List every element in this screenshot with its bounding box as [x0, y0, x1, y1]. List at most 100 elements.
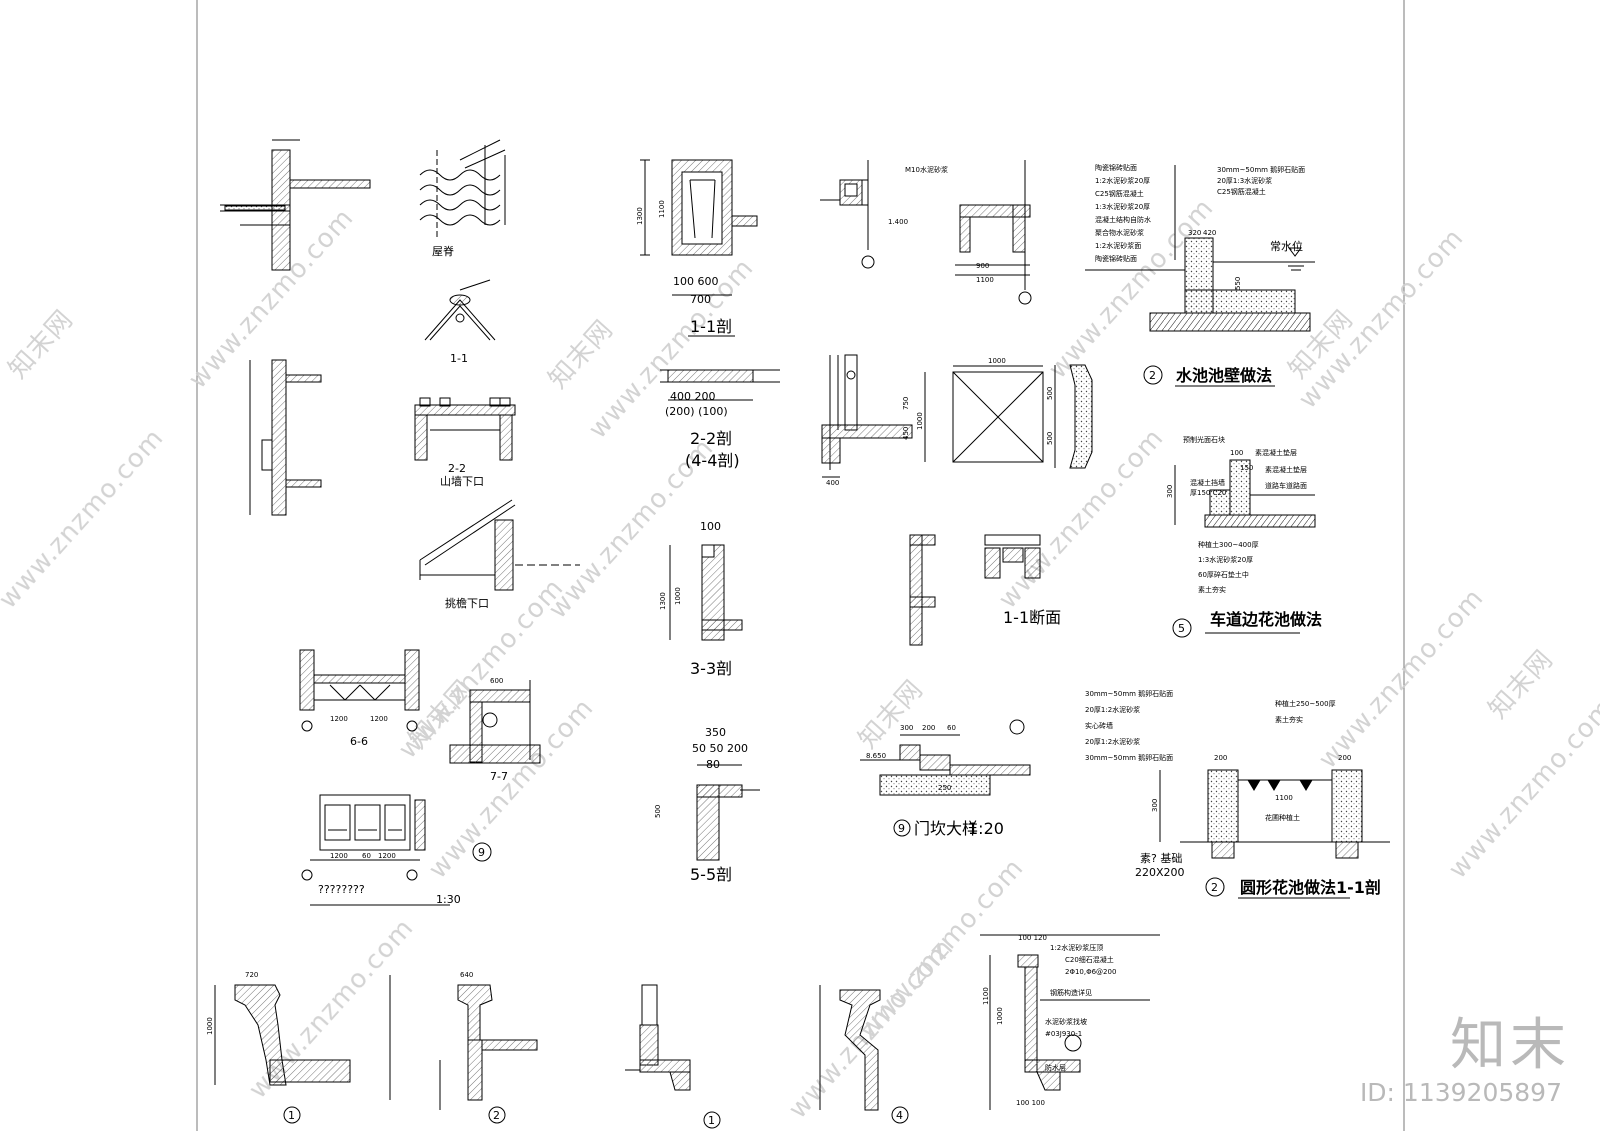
dim-100f: 100 100 — [1016, 1099, 1045, 1107]
dim-900: 900 — [976, 262, 989, 270]
watermark-text: 知末网 — [3, 304, 80, 384]
curb-note: 预制光面石块 — [1183, 435, 1225, 444]
dim-320: 320 — [1188, 229, 1201, 237]
dim-500a: 500 — [1046, 387, 1054, 400]
dim-1200b: 1200 — [370, 715, 388, 723]
label-water-level: 常水位 — [1270, 239, 1303, 253]
callout-circle — [1205, 877, 1225, 897]
dim-200b: 200 — [922, 724, 935, 732]
round-note: 20厚1:2水泥砂浆 — [1085, 705, 1140, 714]
detail-railing — [980, 934, 1160, 1110]
caption-round-planter: 圆形花池做法1-1剖 — [1240, 878, 1381, 897]
dim-300b: 300 — [900, 724, 913, 732]
brand-id-label: ID: 1139205897 — [1359, 1078, 1562, 1107]
dim-1100b: 1100 — [1275, 794, 1293, 802]
dim-60a: 60 — [362, 852, 371, 860]
callout-4: 4 — [896, 1109, 903, 1122]
rail-note: 2Φ10,Φ6@200 — [1065, 968, 1116, 976]
callout-2: 2 — [1149, 369, 1156, 382]
detail-cornice-3 — [625, 984, 721, 1129]
dim-700: 700 — [690, 293, 711, 306]
curb-note: 道路车道路面 — [1265, 481, 1307, 490]
round-note: 20厚1:2水泥砂浆 — [1085, 737, 1140, 746]
callout-2c: 2 — [493, 1109, 500, 1122]
round-note: 30mm~50mm 鹅卵石贴面 — [1085, 753, 1173, 762]
dim-750: 750 — [902, 397, 910, 410]
dim-100-600: 100 600 — [673, 275, 719, 288]
dim-1100d: 1100 — [976, 276, 994, 284]
detail-cornice-4 — [819, 985, 909, 1124]
rail-note: 1:2水泥砂浆压顶 — [1050, 943, 1103, 952]
dim-200d: 200 — [1338, 754, 1351, 762]
watermark-text: www.znzmo.com — [183, 203, 360, 395]
dim-300d: 300 — [1151, 799, 1159, 812]
pool-note: 混凝土结构自防水 — [1095, 215, 1151, 224]
dim-1000a: 1000 — [988, 357, 1006, 365]
rail-note: 防水层 — [1045, 1063, 1066, 1072]
caption-pool-wall: 水池池壁做法 — [1176, 366, 1272, 385]
watermark-text: www.znzmo.com — [1443, 693, 1600, 885]
dim-200c: 200 — [1214, 754, 1227, 762]
dim-400-200: 400 200 — [670, 390, 716, 403]
detail-ridge-cap — [424, 279, 496, 341]
watermark-text: www.znzmo.com — [1313, 583, 1490, 775]
curb-note: 素混凝土垫层 — [1255, 448, 1297, 457]
caption-ridge: 屋脊 — [432, 244, 454, 258]
callout-9: 9 — [898, 822, 905, 835]
pool-note: 陶瓷锦砖贴面 — [1095, 163, 1137, 172]
callout-2b: 2 — [1211, 881, 1218, 894]
detail-parapet-small — [820, 160, 875, 269]
watermark-text: www.znzmo.com — [0, 423, 170, 615]
watermark-text: www.znzmo.com — [1293, 223, 1470, 415]
rail-note: C20细石混凝土 — [1065, 955, 1114, 964]
round-note: 30mm~50mm 鹅卵石贴面 — [1085, 689, 1173, 698]
dim-1300b: 1300 — [659, 592, 667, 610]
caption-gable-2-2: 2-2 — [448, 462, 466, 475]
caption-section-1-1-duanmian: 1-1断面 — [1003, 608, 1061, 627]
detail-bench — [955, 160, 1032, 305]
dim-420: 420 — [1203, 229, 1216, 237]
dim-1100: 1100 — [658, 200, 666, 218]
detail-eave-slope — [419, 499, 580, 591]
callout-circle — [1172, 618, 1192, 638]
detail-section-5-5 — [696, 764, 760, 861]
caption-section-1-1: 1-1剖 — [690, 317, 732, 336]
callout-9b: 9 — [478, 846, 485, 859]
round-note: 素土夯实 — [1275, 715, 1303, 724]
detail-window-sill — [909, 534, 1041, 646]
detail-column-base — [821, 354, 913, 478]
caption-gable: 山墙下口 — [440, 474, 484, 488]
rail-note: 钢筋构造详见 — [1050, 988, 1092, 997]
dim-1200a: 1200 — [330, 715, 348, 723]
dim-1000b: 1000 — [916, 412, 924, 430]
detail-square-plan — [924, 365, 1044, 463]
pool-note: 聚合物水泥砂浆 — [1095, 228, 1144, 237]
dim-550: 550 — [1234, 277, 1242, 290]
curb-note: 种植土300~400厚 — [1198, 540, 1259, 549]
dim-1100c: 1100 — [982, 987, 990, 1005]
detail-window-1-1 — [640, 159, 758, 296]
curb-note: 1:3水泥砂浆20厚 — [1198, 555, 1253, 564]
dim-1000d: 1000 — [206, 1017, 214, 1035]
caption-section-2-2: 2-2剖 — [690, 429, 732, 448]
pool-note: 陶瓷锦砖贴面 — [1095, 254, 1137, 263]
detail-cornice-1 — [214, 984, 351, 1124]
watermark-text: 知末网 — [853, 674, 930, 754]
detail-cap-profile — [1054, 364, 1093, 469]
dim-80: 80 — [706, 758, 720, 771]
detail-section-7-7 — [449, 680, 541, 764]
dim-1200d: 1200 — [378, 852, 396, 860]
dim-640: 640 — [460, 971, 473, 979]
pool-notes-left: 陶瓷锦砖贴面 1:2水泥砂浆20厚 C25钢筋混凝土 1:3水泥砂浆20厚 混凝… — [1095, 163, 1151, 263]
dim-400: 400 — [826, 479, 839, 487]
detail-pool-wall — [1085, 165, 1315, 332]
rail-note: 水泥砂浆找坡 — [1045, 1017, 1087, 1026]
caption-section-3-3: 3-3剖 — [690, 659, 732, 678]
curb-note: 混凝土挡墙 — [1190, 478, 1225, 487]
dim-600: 600 — [490, 677, 503, 685]
dim-300c: 300 — [1166, 485, 1174, 498]
dim-100e: 100 — [1230, 449, 1243, 457]
dim-220x200: 220X200 — [1135, 866, 1185, 879]
caption-section-6-6: 6-6 — [350, 735, 368, 748]
